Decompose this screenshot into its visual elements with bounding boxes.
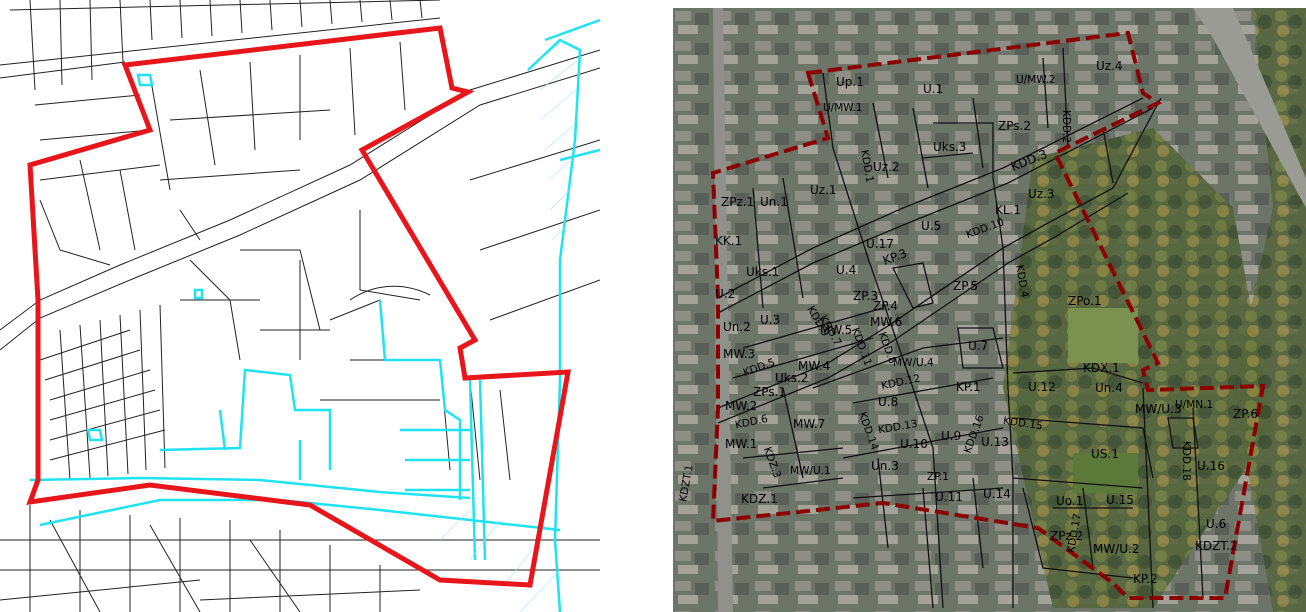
- zone-label: Uks.2: [775, 371, 808, 385]
- zone-label: U/MW.2: [1016, 74, 1055, 86]
- zone-label: Un.2: [723, 320, 751, 334]
- zone-label: U.4: [836, 263, 856, 277]
- zone-label: ZPz.1: [721, 195, 754, 209]
- zone-label: U.1: [923, 82, 943, 96]
- zone-label: U.15: [1106, 493, 1134, 507]
- zone-label: U.14: [983, 487, 1011, 501]
- cadastral-map-svg: [0, 0, 600, 612]
- zone-label: MW.1: [725, 437, 757, 451]
- zone-label: MW.2: [725, 399, 757, 413]
- parcel-lines: [0, 0, 600, 612]
- road-ne: [1193, 8, 1306, 208]
- zone-label: U.2: [715, 287, 735, 301]
- zone-label: U.13: [981, 435, 1009, 449]
- zone-label: Uz.2: [873, 160, 900, 174]
- cadastral-map: [0, 0, 600, 612]
- plan-boundary-dashed: [710, 30, 1266, 600]
- zone-label: KDD.2: [1060, 110, 1072, 143]
- zone-label: MW/U.1: [790, 465, 831, 477]
- zone-label: KDD.18: [1180, 441, 1192, 481]
- zone-label: MW.3: [723, 347, 755, 361]
- zone-label: Uz.3: [1028, 187, 1055, 201]
- zone-label: KP.1: [956, 380, 981, 394]
- zone-label: MW.4: [798, 359, 830, 373]
- zone-label: ZPs.1: [753, 385, 786, 399]
- zone-label: U.16: [1197, 459, 1225, 473]
- zone-label: U.17: [866, 237, 894, 251]
- zone-label: MW.5: [820, 323, 852, 337]
- zone-label: ZP.4: [873, 299, 898, 313]
- zone-label: U/MW.1: [823, 102, 862, 114]
- zone-label: Uks.1: [746, 265, 779, 279]
- zone-label: MW/U.4: [893, 357, 934, 369]
- water-overlay: [29, 18, 600, 612]
- zone-label: U.12: [1028, 380, 1056, 394]
- zone-label: KK.1: [715, 234, 742, 248]
- zone-label: MW.7: [793, 417, 825, 431]
- zone-label: U.8: [878, 395, 898, 409]
- plan-boundary: [26, 25, 572, 588]
- meadow: [1068, 308, 1138, 363]
- zone-label: Un.1: [760, 195, 788, 209]
- zone-label: KDD.4: [1013, 264, 1031, 299]
- zone-label: MW/U.3: [1135, 402, 1182, 416]
- zone-label: KP.2: [1133, 572, 1158, 586]
- zone-label: Uz.4: [1096, 59, 1123, 73]
- zone-label: ZPz.2: [1050, 529, 1083, 543]
- zone-label: ZPs.2: [998, 119, 1031, 133]
- zone-label: KDX.1: [1083, 361, 1120, 375]
- zone-label: U/MN.1: [1175, 399, 1213, 411]
- zone-label: MW/U.2: [1093, 542, 1140, 556]
- zone-label: Up.1: [836, 75, 864, 89]
- zone-label: U.3: [760, 313, 780, 327]
- zone-label: U.7: [968, 339, 988, 353]
- zone-label: Uo.1: [1056, 494, 1083, 508]
- zone-label: KDZ.1: [741, 492, 778, 506]
- zone-label: U.5: [921, 219, 941, 233]
- zone-label: U.9: [941, 429, 961, 443]
- zone-label: KL.1: [995, 203, 1021, 217]
- zone-label: MW.6: [870, 315, 902, 329]
- zone-label: U.10: [900, 437, 928, 451]
- zone-label: Un.3: [871, 459, 899, 473]
- zone-label: U.6: [1206, 517, 1226, 531]
- zone-label: U.11: [935, 490, 963, 504]
- zone-label: KDZT.2: [1195, 539, 1238, 553]
- zone-label: KDD.1: [858, 149, 876, 184]
- park-area: [1003, 128, 1273, 608]
- zone-label: KDD.15: [1002, 415, 1043, 432]
- zone-lines: [717, 47, 1204, 609]
- zone-label: Un.4: [1095, 381, 1123, 395]
- zone-label: ZP.5: [953, 279, 978, 293]
- zone-label: US.1: [1091, 447, 1119, 461]
- water-hatch: [439, 29, 579, 612]
- zone-label: Uks.3: [933, 140, 966, 154]
- zone-label: ZP.6: [1233, 407, 1258, 421]
- zone-label: Uz.1: [810, 183, 837, 197]
- zone-label: ZPo.1: [1068, 294, 1102, 308]
- zone-label: ZP.3: [853, 289, 878, 303]
- zone-label: ZP.1: [927, 471, 949, 483]
- aerial-zoning-map: Up.1 U/MW.1 U.1 U/MW.2 Uz.4 KDD.2 ZPs.2 …: [673, 8, 1306, 612]
- aerial-zoning-svg: Up.1 U/MW.1 U.1 U/MW.2 Uz.4 KDD.2 ZPs.2 …: [673, 8, 1306, 612]
